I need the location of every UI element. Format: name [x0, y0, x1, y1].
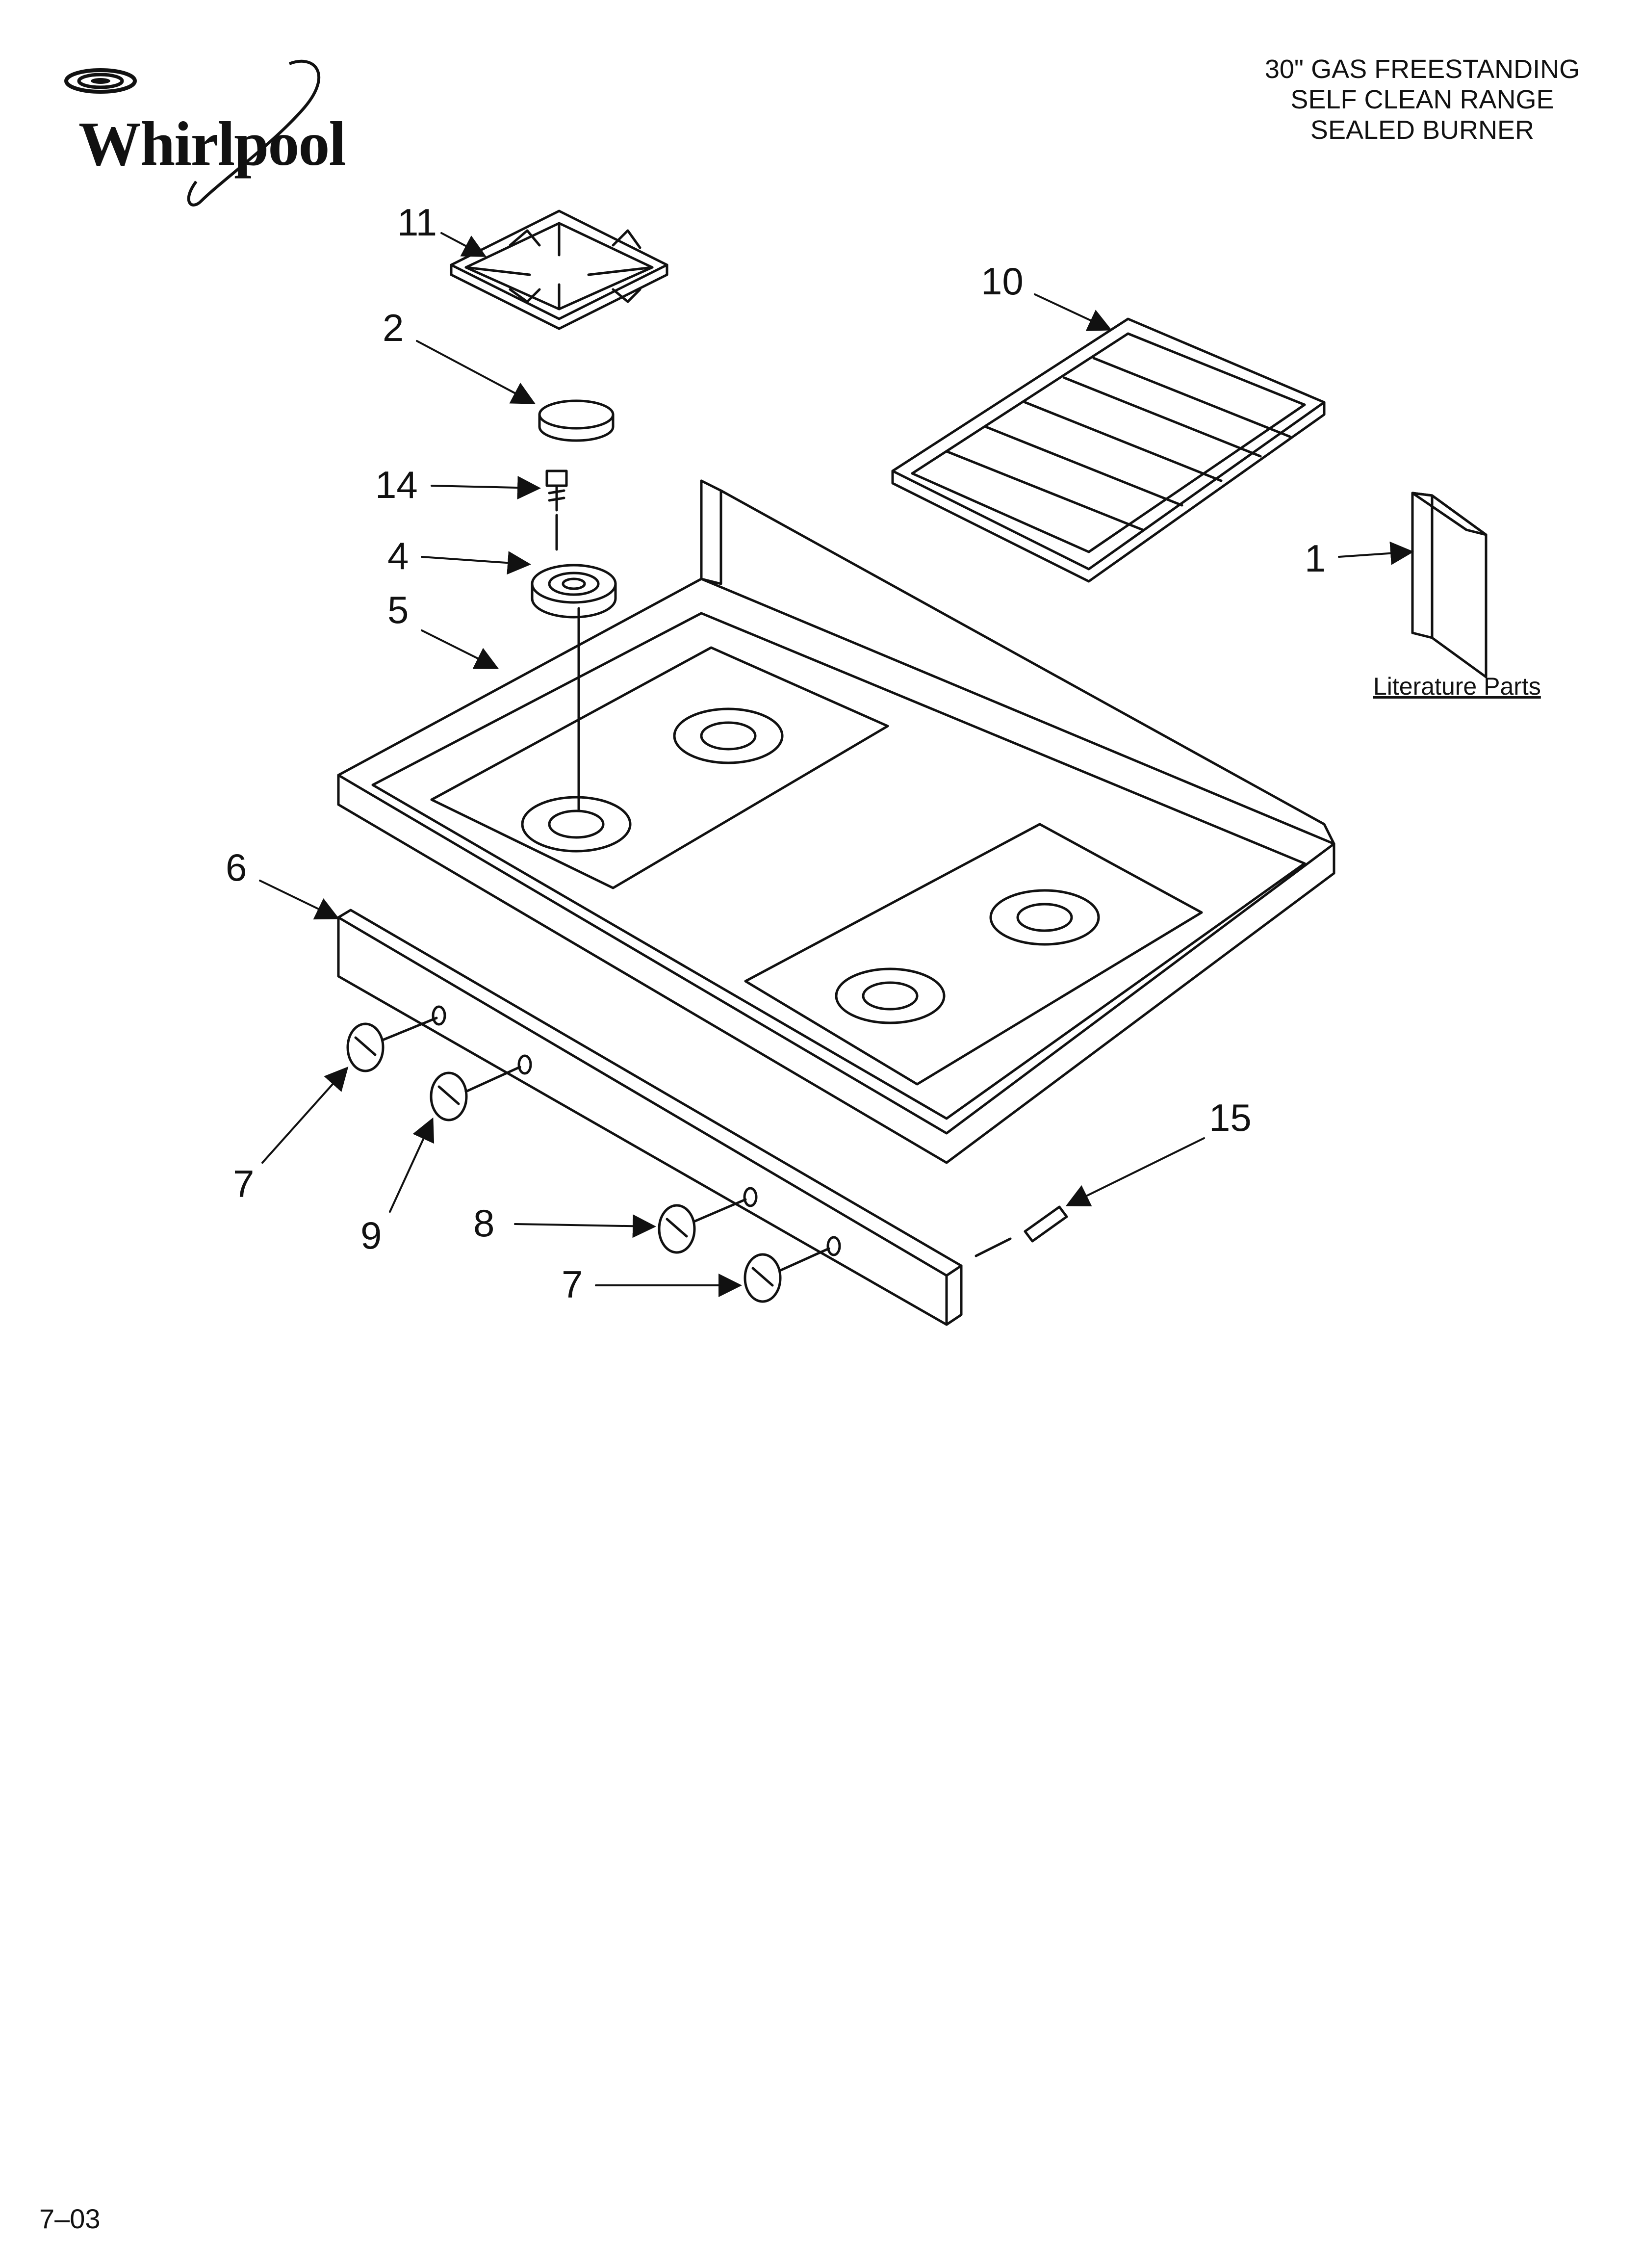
brand-wordmark: Whirlpool — [78, 109, 346, 179]
callout-7-a: 7 — [233, 1162, 254, 1205]
burner-base — [532, 565, 616, 809]
page-title: 30" GAS FREESTANDING SELF CLEAN RANGE SE… — [1236, 54, 1609, 145]
title-line-3: SEALED BURNER — [1310, 115, 1535, 145]
burner-grate-double — [893, 319, 1324, 581]
callout-14: 14 — [375, 463, 418, 506]
callout-2: 2 — [383, 306, 404, 349]
knob-2 — [431, 1067, 520, 1120]
title-line-1: 30" GAS FREESTANDING — [1264, 54, 1580, 84]
callout-11: 11 — [397, 201, 437, 244]
literature-booklet — [1412, 493, 1486, 677]
callout-1: 1 — [1305, 537, 1326, 580]
burner-cap — [539, 401, 613, 441]
burner-grate-small — [451, 211, 667, 329]
callout-9: 9 — [360, 1214, 382, 1257]
side-screw — [976, 1207, 1067, 1256]
callout-8: 8 — [473, 1201, 494, 1245]
cooktop — [338, 481, 1334, 1163]
callout-6: 6 — [226, 846, 247, 889]
whirlpool-logo: Whirlpool — [59, 54, 353, 211]
callout-5: 5 — [387, 588, 409, 631]
swirl-icon — [59, 54, 353, 211]
callout-7-b: 7 — [562, 1263, 583, 1306]
screw — [547, 471, 566, 549]
revision-date: 7–03 — [39, 2203, 101, 2234]
callout-15: 15 — [1209, 1096, 1252, 1139]
knob-4 — [745, 1249, 829, 1302]
manifold-panel — [338, 910, 961, 1325]
callout-10: 10 — [981, 260, 1024, 303]
literature-parts-label: Literature Parts — [1373, 673, 1541, 700]
knob-1 — [348, 1018, 436, 1071]
knob-3 — [659, 1199, 745, 1252]
callout-4: 4 — [387, 534, 409, 577]
title-line-2: SELF CLEAN RANGE — [1290, 85, 1554, 114]
